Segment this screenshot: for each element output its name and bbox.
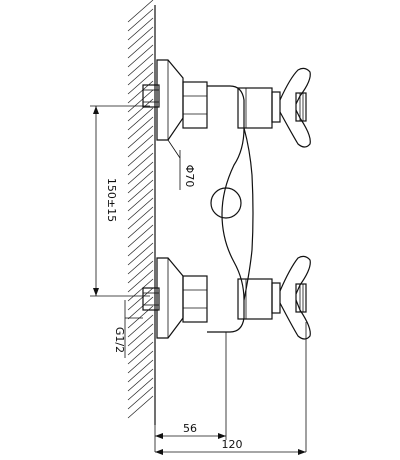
outlet-circle <box>210 187 242 219</box>
hatch-line <box>127 152 154 176</box>
hatch-line <box>127 53 154 77</box>
hatch-line <box>127 206 154 230</box>
upper-cross-handle <box>279 67 311 148</box>
hatch-line <box>127 161 154 185</box>
upper-inlet <box>142 59 208 141</box>
valve-body <box>207 85 281 333</box>
hatch-line <box>127 143 154 167</box>
hatch-line <box>127 188 154 212</box>
hatch-line <box>127 350 154 374</box>
hatch-line <box>127 323 154 347</box>
hatch-line <box>127 71 154 95</box>
hatch-line <box>127 242 154 266</box>
hatch-line <box>127 395 154 419</box>
hatch-line <box>127 296 154 320</box>
hatch-line <box>127 134 154 158</box>
hatch-line <box>127 260 154 284</box>
hatch-line <box>127 368 154 392</box>
lower-inlet <box>142 257 208 339</box>
center-distance-dimension: 150±15 <box>90 105 150 297</box>
hatch-line <box>127 8 154 32</box>
hatch-line <box>127 287 154 311</box>
hatch-line <box>127 17 154 41</box>
thread-label: G1/2 <box>113 327 126 353</box>
hatch-line <box>127 116 154 140</box>
hatch-line <box>127 98 154 122</box>
width-to-axis-dimension: 56 <box>155 422 226 439</box>
hatch-line <box>127 89 154 113</box>
hatch-line <box>127 107 154 131</box>
hatch-line <box>127 377 154 401</box>
hatch-line <box>127 224 154 248</box>
hatch-line <box>127 269 154 293</box>
hatch-line <box>127 26 154 50</box>
center-distance-label: 150±15 <box>105 178 118 222</box>
flange-diameter-dimension: Φ70 <box>167 139 196 190</box>
hatch-line <box>127 125 154 149</box>
hatch-line <box>127 0 154 23</box>
overall-width-dimension: 120 <box>155 438 306 455</box>
hatch-line <box>127 170 154 194</box>
hatch-line <box>127 197 154 221</box>
flange-diameter-label: Φ70 <box>183 165 196 188</box>
lower-cross-handle <box>279 255 311 340</box>
hatch-line <box>127 314 154 338</box>
hatch-line <box>127 35 154 59</box>
hatch-line <box>127 278 154 302</box>
width-to-axis-label: 56 <box>183 422 197 435</box>
hatch-line <box>127 332 154 356</box>
hatch-line <box>127 62 154 86</box>
overall-width-label: 120 <box>222 438 243 451</box>
hatch-line <box>127 251 154 275</box>
hatch-line <box>127 359 154 383</box>
hatch-line <box>127 215 154 239</box>
thread-dimension: G1/2 <box>113 300 143 358</box>
hatch-line <box>127 386 154 410</box>
hatch-line <box>127 341 154 365</box>
hatch-line <box>127 179 154 203</box>
hatch-line <box>127 233 154 257</box>
hatch-line <box>127 44 154 68</box>
wall-hatching <box>125 0 155 425</box>
